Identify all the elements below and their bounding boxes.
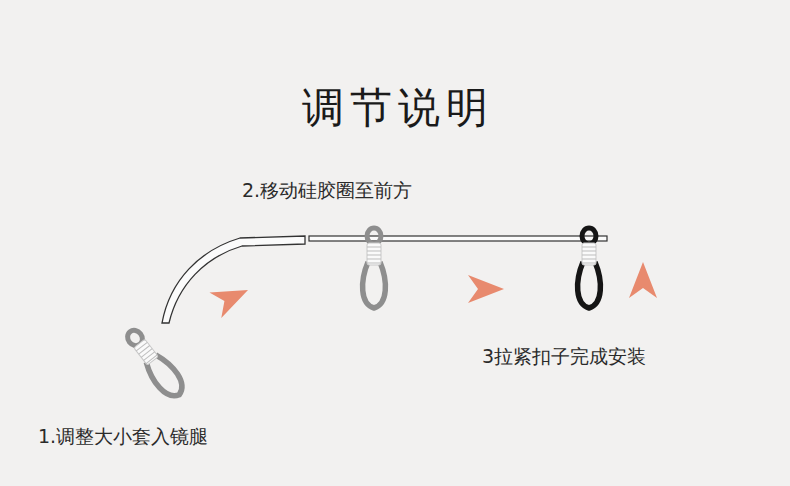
step-label: 2.移动硅胶圈至前方 xyxy=(242,178,412,204)
step-label: 1.调整大小套入镜腿 xyxy=(38,424,208,450)
temple-rod xyxy=(309,236,607,241)
temple-tip xyxy=(162,236,305,323)
silicone-loop xyxy=(363,228,386,308)
step-arrow xyxy=(468,275,504,303)
step-arrow xyxy=(209,277,253,318)
step-label: 3拉紧扣子完成安装 xyxy=(482,344,646,370)
silicone-loop xyxy=(578,228,601,308)
title: 调节说明 xyxy=(302,80,494,136)
step-arrow xyxy=(629,262,657,298)
silicone-loop xyxy=(121,325,188,402)
